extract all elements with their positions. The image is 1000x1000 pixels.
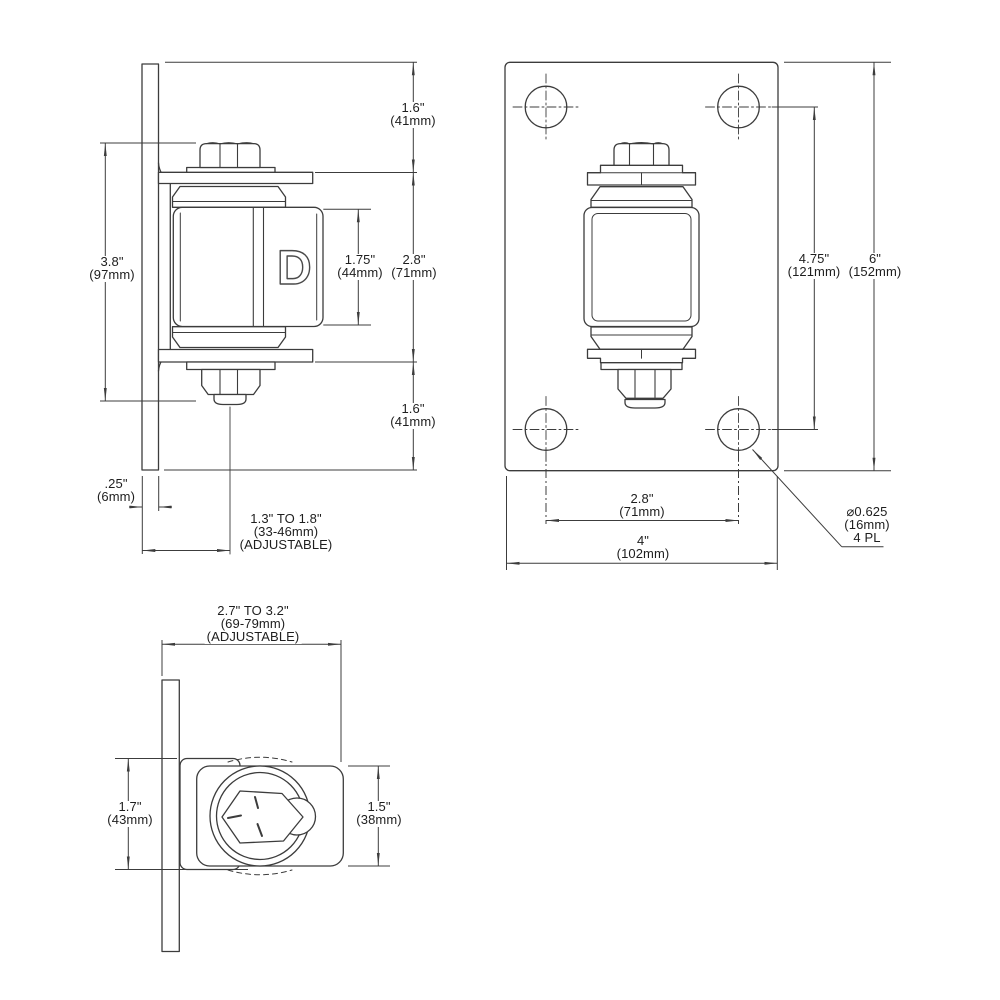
dim-top-body-width: 1.5" (38mm) <box>354 799 404 827</box>
top-mount-plate <box>161 679 180 953</box>
yoke-top-arm <box>157 171 314 185</box>
dim-side-top-offset: 1.6" (41mm) <box>388 100 438 128</box>
top-view-drawing <box>161 679 344 953</box>
dim-side-adjust-range: 1.3" TO 1.8" (33-46mm) (ADJUSTABLE) <box>237 511 335 552</box>
bolt-head-marks <box>227 796 263 837</box>
front-view-dimensions <box>506 61 891 570</box>
front-nut-end-washer <box>624 398 666 409</box>
front-hex-nut <box>617 368 672 399</box>
front-pivot-body <box>583 206 700 328</box>
hex-bolt-head <box>199 142 261 169</box>
front-hex-bolt-head <box>613 142 670 169</box>
dim-front-plate-width: 4" (102mm) <box>614 533 672 561</box>
dim-front-hole-spacing-vertical: 4.75" (121mm) <box>785 251 843 279</box>
side-mount-plate <box>141 63 160 471</box>
front-hex-head-facets <box>619 142 664 169</box>
dim-side-pivot-height: 1.75" (44mm) <box>335 252 385 280</box>
hex-nut <box>201 368 261 396</box>
nut-end-washer <box>213 393 247 406</box>
yoke-bottom-arm <box>157 348 314 363</box>
hole-centerlines <box>512 73 772 463</box>
hex-bolt-head-facets <box>205 142 255 169</box>
front-bottom-washer <box>600 362 683 371</box>
bottom-washer <box>186 361 276 371</box>
washer-hidden-arc-top <box>227 756 293 763</box>
hole-callout-leader <box>752 449 843 548</box>
dim-side-body-height: 2.8" (71mm) <box>389 252 439 280</box>
brand-logo-d: D <box>277 242 312 295</box>
front-view-drawing <box>504 61 779 472</box>
dim-front-hole-callout: ⌀0.625 (16mm) 4 PL <box>844 504 890 545</box>
dim-side-plate-thickness: .25" (6mm) <box>94 476 138 504</box>
front-hex-nut-facets <box>634 368 656 399</box>
dim-side-overall-height: 3.8" (97mm) <box>87 254 137 282</box>
top-bushing <box>171 185 287 208</box>
side-view-drawing: D <box>141 63 324 555</box>
bottom-bushing <box>171 326 287 349</box>
washer-hidden-arc-bottom <box>227 869 293 876</box>
dim-top-adjust-range: 2.7" TO 3.2" (69-79mm) (ADJUSTABLE) <box>204 603 302 644</box>
dim-top-depth: 1.7" (43mm) <box>105 799 155 827</box>
hex-nut-facets <box>219 368 239 395</box>
front-bottom-bushing <box>590 326 693 350</box>
top-hex-bolt-head <box>221 790 304 844</box>
dim-side-bottom-offset: 1.6" (41mm) <box>388 401 438 429</box>
front-pivot-inner <box>591 213 692 322</box>
front-top-bushing <box>590 186 693 208</box>
dim-front-plate-height: 6" (152mm) <box>846 251 904 279</box>
dim-front-hole-spacing-horizontal: 2.8" (71mm) <box>617 491 667 519</box>
top-washer <box>186 166 276 173</box>
